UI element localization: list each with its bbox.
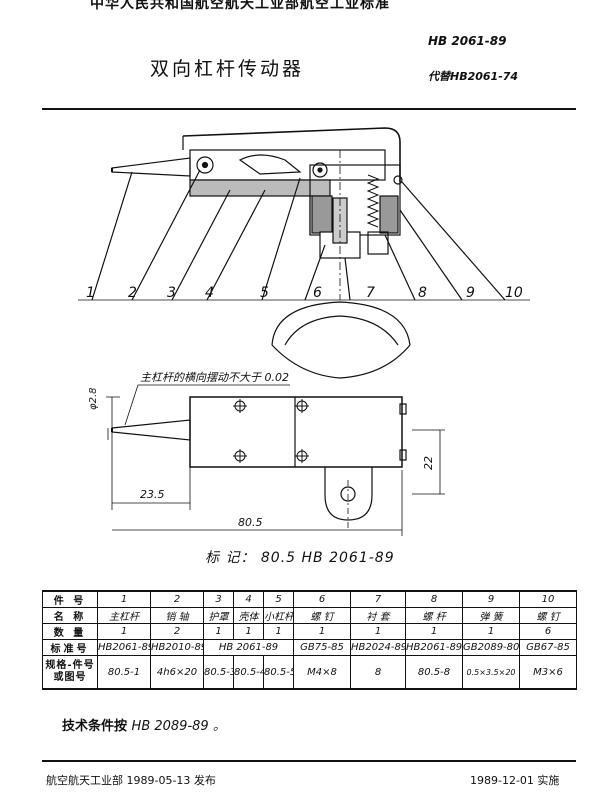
cell: GB67-85 [519, 639, 577, 656]
cell: 1 [97, 590, 151, 608]
cell: M3×6 [519, 655, 577, 690]
header-rule [42, 108, 576, 110]
cell: 4 [233, 590, 264, 608]
dim-80-5: 80.5 [238, 516, 263, 529]
cell: 2 [150, 623, 204, 640]
cell: 护罩 [203, 607, 234, 624]
cell: 1 [350, 623, 406, 640]
tech-req-label: 技术条件按 [62, 719, 128, 734]
cell: 8 [350, 655, 406, 690]
cell: 1 [263, 623, 294, 640]
dim-22: 22 [422, 456, 435, 470]
cell: 0.5×3.5×20 [462, 655, 520, 690]
cell: 1 [462, 623, 520, 640]
marking-example: 标 记： 80.5 HB 2061-89 [205, 550, 395, 566]
cell: 80.5-3 [203, 655, 234, 690]
row-header-name: 名 称 [42, 607, 98, 624]
cell: 10 [519, 590, 577, 608]
table-row: 规格-件号或图号 80.5-1 4h6×20 80.5-3 80.5-4 80.… [42, 655, 577, 690]
cell: 螺 钉 [293, 607, 351, 624]
cell: 7 [350, 590, 406, 608]
parts-table: 件 号 1 2 3 4 5 6 7 8 9 10 名 称 主杠杆 销 轴 护罩 … [42, 590, 577, 690]
dim-diameter: φ2.8 [88, 388, 99, 411]
table-row: 件 号 1 2 3 4 5 6 7 8 9 10 [42, 590, 577, 608]
technical-requirements: 技术条件按 HB 2089-89 。 [62, 715, 226, 734]
header-top: 中华人民共和国航空航天工业部航空工业标准 [90, 0, 390, 12]
callout-10: 10 [505, 285, 523, 301]
row-header-qty: 数 量 [42, 623, 98, 640]
footer-rule [42, 760, 576, 762]
cell: HB2061-89 [405, 639, 463, 656]
cell: 销 轴 [150, 607, 204, 624]
cell: 弹 簧 [462, 607, 520, 624]
callout-4: 4 [205, 285, 214, 301]
cell: 8 [405, 590, 463, 608]
cell: 螺 杆 [405, 607, 463, 624]
cell: HB2061-89 [97, 639, 151, 656]
row-header-standard: 标准号 [42, 639, 98, 656]
cell: GB75-85 [293, 639, 351, 656]
cell: 2 [150, 590, 204, 608]
table-row: 数 量 1 2 1 1 1 1 1 1 1 6 [42, 623, 577, 640]
document-title: 双向杠杆传动器 [150, 58, 305, 80]
callout-1: 1 [86, 285, 95, 301]
cell: 小杠杆 [263, 607, 294, 624]
effective-date: 1989-12-01 实施 [470, 774, 560, 787]
cell: HB2010-89 [150, 639, 204, 656]
cell: 6 [293, 590, 351, 608]
cell: 1 [203, 623, 234, 640]
cell: 4h6×20 [150, 655, 204, 690]
cell: 5 [263, 590, 294, 608]
cell: HB2024-89 [350, 639, 406, 656]
callout-3: 3 [167, 285, 176, 301]
cell: 9 [462, 590, 520, 608]
cell: 80.5-8 [405, 655, 463, 690]
cell: 螺 钉 [519, 607, 577, 624]
cell: 1 [233, 623, 264, 640]
cell: 主杠杆 [97, 607, 151, 624]
cell-merged-standard: HB 2061-89 [203, 639, 294, 656]
cell: 1 [97, 623, 151, 640]
cell: 衬 套 [350, 607, 406, 624]
row-header-spec: 规格-件号或图号 [42, 655, 98, 690]
issue-info: 航空航天工业部 1989-05-13 发布 [46, 774, 216, 787]
tech-req-value: HB 2089-89 。 [131, 719, 226, 734]
row-header-part-no: 件 号 [42, 590, 98, 608]
callout-7: 7 [366, 285, 375, 301]
callout-9: 9 [466, 285, 475, 301]
cell: 80.5-4 [233, 655, 264, 690]
cell: 6 [519, 623, 577, 640]
dim-23-5: 23.5 [140, 488, 165, 501]
replaces-standard: 代替HB2061-74 [428, 70, 519, 83]
table-row: 标准号 HB2061-89 HB2010-89 HB 2061-89 GB75-… [42, 639, 577, 656]
cell: 壳体 [233, 607, 264, 624]
cell: 80.5-1 [97, 655, 151, 690]
technical-drawing: 1 2 3 4 5 6 7 8 9 10 主杠杆的横向摆动不大于 0.02 φ2… [78, 127, 530, 536]
cell: 80.5-5 [263, 655, 294, 690]
callout-2: 2 [128, 285, 137, 301]
callout-5: 5 [260, 285, 269, 301]
table-row: 名 称 主杠杆 销 轴 护罩 壳体 小杠杆 螺 钉 衬 套 螺 杆 弹 簧 螺 … [42, 607, 577, 624]
cell: M4×8 [293, 655, 351, 690]
lateral-swing-note: 主杠杆的横向摆动不大于 0.02 [140, 371, 289, 384]
cell: 1 [405, 623, 463, 640]
cell: 1 [293, 623, 351, 640]
callout-6: 6 [313, 285, 322, 301]
cell: 3 [203, 590, 234, 608]
callout-8: 8 [418, 285, 427, 301]
standard-number: HB 2061-89 [428, 34, 507, 48]
cell: GB2089-80 [462, 639, 520, 656]
